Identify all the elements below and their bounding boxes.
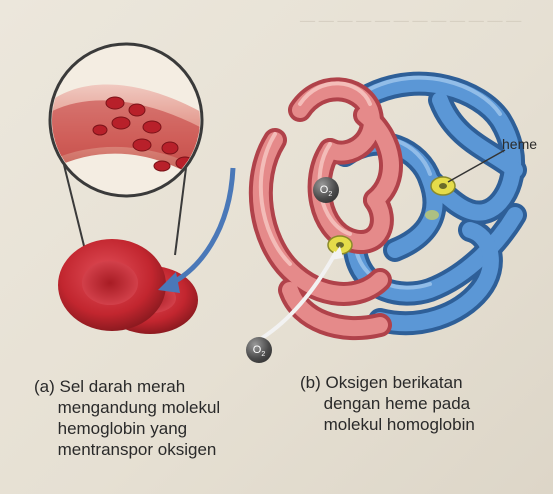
- oxygen-molecule-bound: O2: [313, 177, 339, 203]
- globin-red-chains: [261, 83, 391, 328]
- heme-label: heme: [502, 136, 537, 152]
- magnified-blood-vessel: [40, 44, 215, 255]
- caption-b: (b) Oksigen berikatan dengan heme pada m…: [300, 372, 475, 435]
- caption-a: (a) Sel darah merah mengandung molekul h…: [34, 376, 220, 460]
- oxygen-molecule-free: O2: [246, 337, 272, 363]
